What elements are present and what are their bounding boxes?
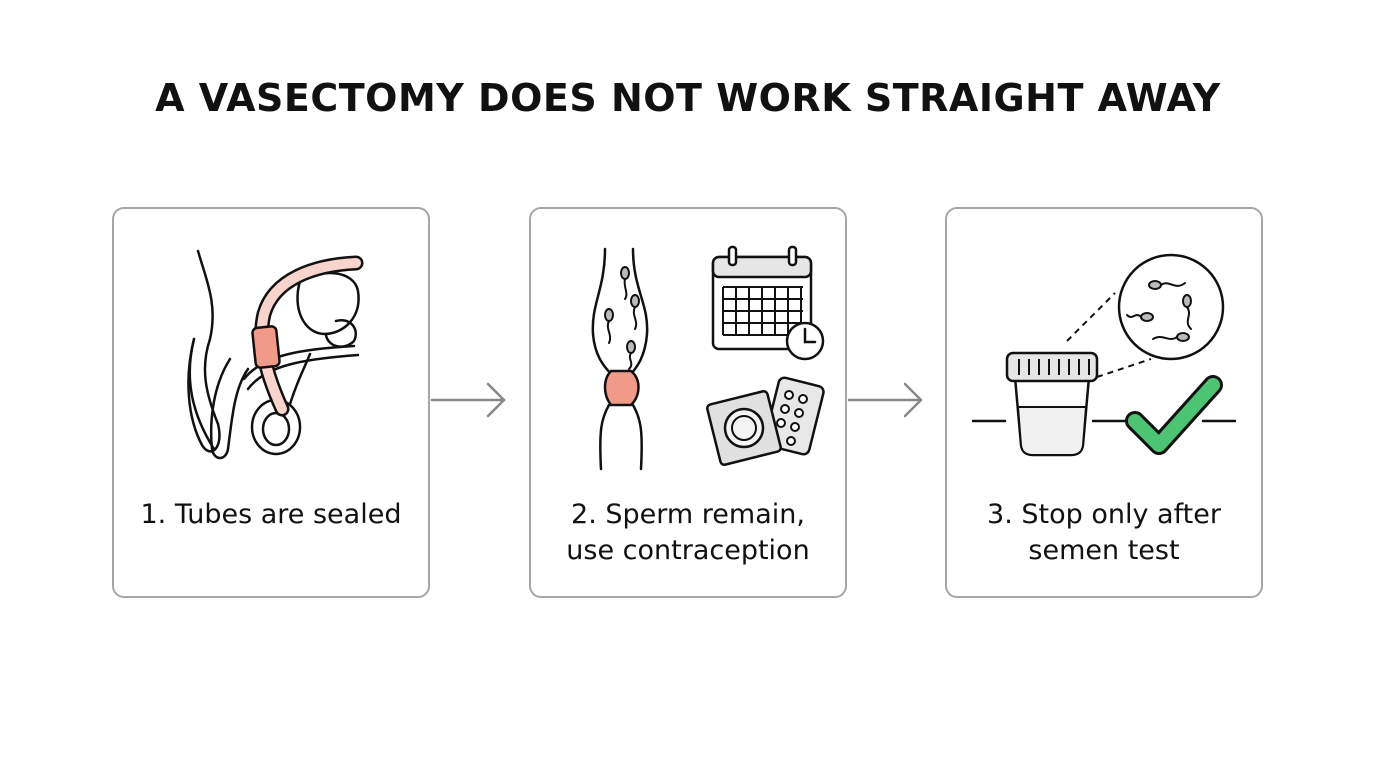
- sealed-tubes-anatomy-icon: [187, 249, 364, 460]
- step-3-caption-line-1: 3. Stop only after: [987, 499, 1221, 530]
- sperm-in-tube-icon: [591, 247, 649, 471]
- arrow-right-icon: [847, 382, 923, 418]
- step-3-panel: 3. Stop only after semen test: [945, 207, 1263, 598]
- specimen-cup-icon: [1005, 351, 1099, 457]
- step-2-caption-line-1: 2. Sperm remain,: [571, 499, 805, 530]
- step-3-icons: [971, 253, 1237, 457]
- step-2-caption: 2. Sperm remain, use contraception: [531, 497, 845, 569]
- step-1-caption: 1. Tubes are sealed: [114, 497, 428, 533]
- magnified-sperm-icon: [1117, 253, 1225, 361]
- arrow-right-icon: [430, 382, 506, 418]
- page-title: A VASECTOMY DOES NOT WORK STRAIGHT AWAY: [155, 76, 1221, 120]
- step-2-icons: [591, 245, 825, 471]
- step-2-panel: 2. Sperm remain, use contraception: [529, 207, 847, 598]
- green-check-icon: [1125, 375, 1223, 455]
- step-1-panel: 1. Tubes are sealed: [112, 207, 430, 598]
- step-2-caption-line-2: use contraception: [566, 535, 810, 566]
- step-3-caption-line-2: semen test: [1028, 535, 1180, 566]
- condom-and-pills-icon: [706, 376, 825, 466]
- calendar-clock-icon: [711, 245, 825, 361]
- step-3-caption: 3. Stop only after semen test: [947, 497, 1261, 569]
- step-1-caption-line: 1. Tubes are sealed: [140, 499, 402, 530]
